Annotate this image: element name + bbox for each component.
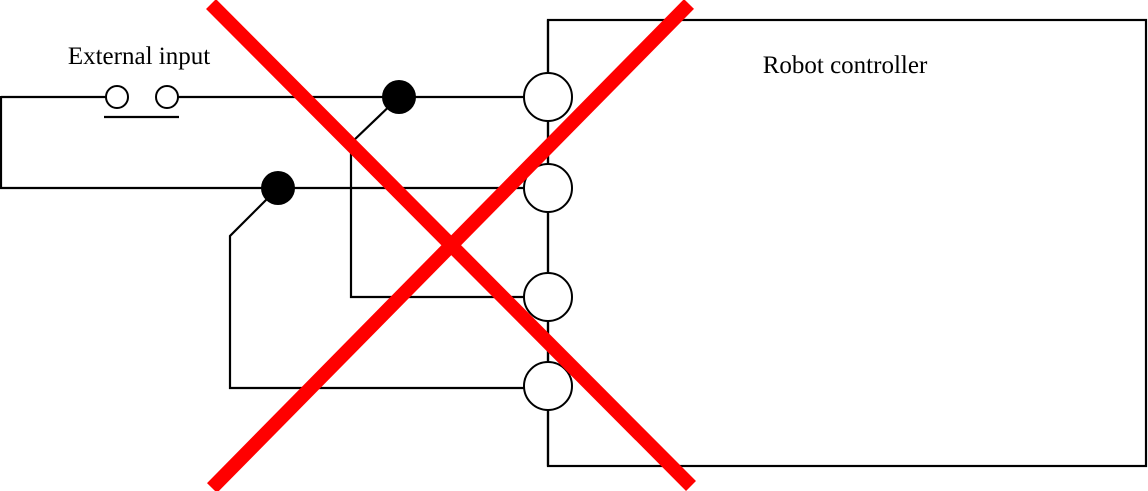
switch-contact-right [155, 85, 179, 109]
controller-terminal-2 [523, 163, 573, 213]
branch-wire-lower [228, 187, 524, 390]
controller-terminal-3 [523, 272, 573, 322]
switch-contact-left [105, 85, 129, 109]
junction-dot-lower [261, 171, 295, 205]
branch-wire-upper [349, 96, 524, 299]
controller-terminal-4 [523, 361, 573, 411]
controller-terminal-1 [523, 72, 573, 122]
external-input-switch [104, 85, 179, 119]
external-input-label: External input [68, 43, 210, 70]
cross-mark [206, 0, 696, 491]
robot-controller-box [546, 18, 1148, 468]
robot-controller-label: Robot controller [763, 52, 928, 79]
cross-line-2 [207, 0, 694, 491]
junction-dot-upper [382, 80, 416, 114]
